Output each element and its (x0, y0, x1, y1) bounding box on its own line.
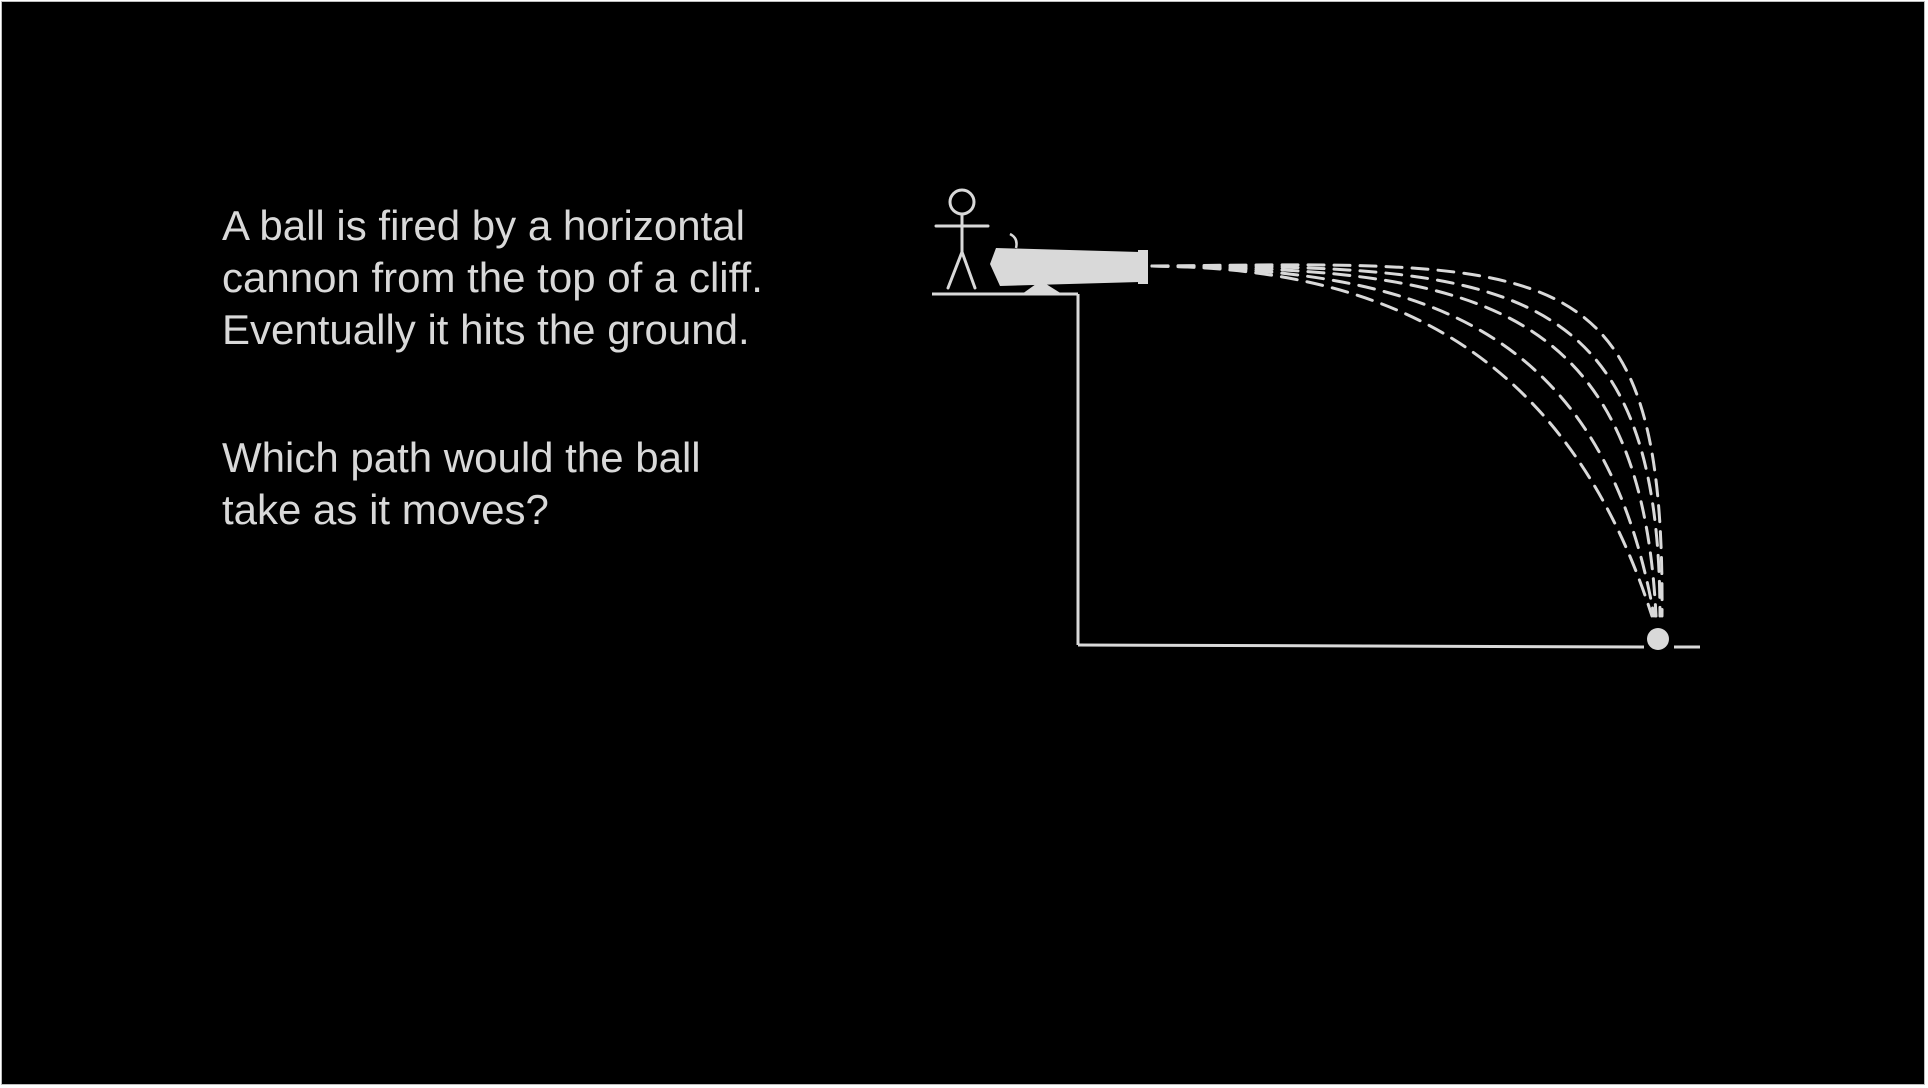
terrain (932, 292, 1700, 649)
stick-figure (934, 188, 990, 290)
ground-line (1077, 643, 1645, 649)
question-prompt: Which path would the ball take as it mov… (222, 432, 701, 536)
question-line: Which path would the ball (222, 434, 701, 481)
trajectory-path-e (1150, 263, 1664, 618)
trajectory-path-a (1150, 264, 1654, 618)
question-line: take as it moves? (222, 486, 549, 533)
trajectory-path-d (1150, 264, 1662, 618)
cannon-fuse (1009, 232, 1018, 249)
stick-figure-right-leg (960, 250, 977, 290)
cannon (990, 232, 1148, 294)
question-line: A ball is fired by a horizontal (222, 202, 745, 249)
trajectory-paths (1150, 263, 1664, 618)
cannon-muzzle (1138, 250, 1148, 284)
question-line: Eventually it hits the ground. (222, 306, 750, 353)
question-line: cannon from the top of a cliff. (222, 254, 763, 301)
stick-figure-left-leg (946, 250, 964, 290)
ball (1647, 628, 1669, 650)
cannon-barrel (990, 248, 1140, 286)
cannon-mount (1022, 284, 1062, 294)
trajectory-path-c (1150, 264, 1658, 618)
question-statement: A ball is fired by a horizontal cannon f… (222, 200, 763, 356)
stick-figure-head (948, 188, 976, 216)
trajectory-path-b (1150, 264, 1656, 618)
